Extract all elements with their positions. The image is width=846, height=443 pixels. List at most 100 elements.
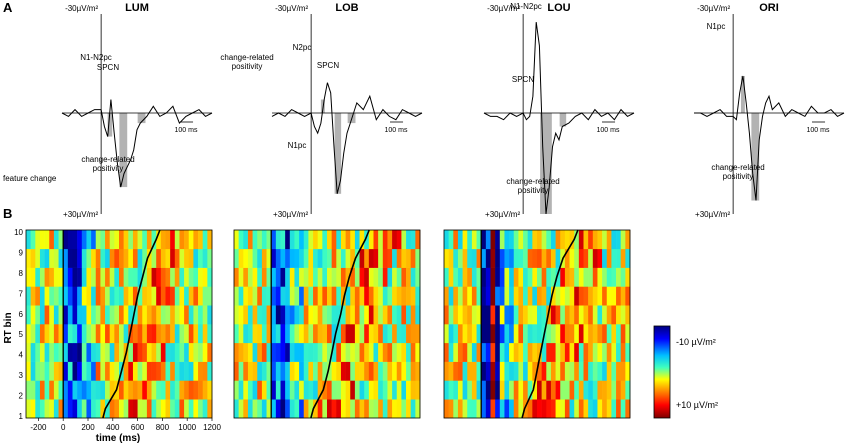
heatmap-cell [606,324,612,344]
heatmap-cell [132,342,138,362]
heatmap-cell [378,267,384,287]
heatmap-cell [331,286,337,306]
heatmap-cell [119,248,124,268]
heatmap-cell [518,230,524,250]
heatmap-cell [620,380,626,400]
heatmap-cell [588,230,594,250]
heatmap-cell [555,230,561,250]
heatmap-cell [49,361,55,381]
heatmap-cell [373,248,379,268]
heatmap-cell [467,342,473,362]
heatmap-cell [261,286,267,306]
heatmap-cell [275,267,281,287]
heatmap-cell [202,286,208,306]
heatmap-cell [142,342,148,362]
heatmap-cell [378,361,384,381]
rt-curve [310,229,370,419]
heatmap-cell [550,286,556,306]
heatmap-cell [382,230,388,250]
heatmap-cell [518,342,524,362]
heatmap-cell [137,248,143,268]
heatmap-cell [146,342,152,362]
heatmap-cell [299,399,305,419]
heatmap-cell [100,380,106,400]
heatmap-cell [146,248,152,268]
heatmap-cell [495,361,501,381]
bottom-amplitude-label: +30µV/m² [485,210,520,219]
heatmap-cell [378,230,384,250]
heatmap-cell [170,248,176,268]
heatmap-cell [322,267,328,287]
heatmap-cell [336,267,342,287]
heatmap-cell [44,399,50,419]
heatmap-cell [72,399,78,419]
heatmap-cell [513,324,519,344]
heatmap-cell [387,267,393,287]
heatmap-cell [100,399,106,419]
heatmap-cell [583,399,589,419]
x-tick-label: 800 [156,423,170,432]
heatmap-cell [578,267,584,287]
heatmap-cell [481,230,487,250]
heatmap-cell [39,342,45,362]
heatmap-cell [257,324,263,344]
heatmap-cell [313,324,318,344]
heatmap-cell [35,230,41,250]
heatmap-cell [537,267,542,287]
heatmap-cell [289,342,295,362]
heatmap-cell [95,324,101,344]
heatmap-cell [280,380,286,400]
heatmap-cell [336,342,342,362]
heatmap-cell [340,380,346,400]
heatmap-cell [354,342,360,362]
heatmap-cell [392,230,398,250]
heatmap-cell [165,248,171,268]
heatmap-cell [616,230,621,250]
heatmap-cell [368,399,374,419]
heatmap-cell [275,399,281,419]
heatmap-cell [174,361,180,381]
panel-title: LUM [125,2,149,14]
heatmap-cell [415,361,421,381]
heatmap-cell [207,380,213,400]
heatmap-cell [625,230,631,250]
heatmap-cell [308,380,314,400]
heatmap-cell [592,380,598,400]
heatmap-cell [207,342,213,362]
heatmap-cell [550,248,556,268]
heatmap-cell [271,399,277,419]
heatmap-cell [527,342,533,362]
heatmap-cell [364,286,370,306]
heatmap-cell [271,305,277,325]
heatmap-cell [457,286,463,306]
heatmap-cell [574,267,580,287]
heatmap-cell [44,342,50,362]
heatmap-cell [252,248,258,268]
heatmap-cell [271,248,277,268]
heatmap-cell [252,267,258,287]
heatmap-cell [91,286,97,306]
heatmap-cell [602,380,608,400]
heatmap-cell [188,230,194,250]
heatmap-panel-lob [233,229,421,419]
heatmap-cell [160,267,166,287]
heatmap-cell [275,361,281,381]
top-amplitude-label: -30µV/m² [275,4,308,13]
heatmap-cell [207,230,213,250]
heatmap-cell [523,230,528,250]
heatmap-cell [44,380,50,400]
heatmap-cell [350,248,356,268]
heatmap-cell [564,399,570,419]
heatmap-cell [100,286,106,306]
heatmap-cell [322,380,328,400]
heatmap-cell [156,399,162,419]
heatmap-cell [39,399,45,419]
heatmap-cell [261,267,267,287]
heatmap-cell [266,380,272,400]
heatmap-cell [350,324,356,344]
heatmap-cell [620,267,626,287]
heatmap-cell [132,230,138,250]
heatmap-cell [105,248,110,268]
heatmap-cell [345,361,351,381]
heatmap-cell [289,361,295,381]
